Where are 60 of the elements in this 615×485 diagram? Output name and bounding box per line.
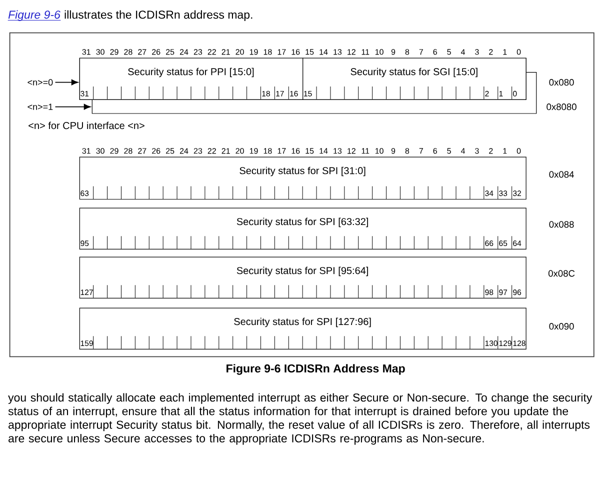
field-label: Security status for SPI [31:0] [240,166,366,176]
bit-position-number: 7 [419,49,423,55]
note-text: <n> for CPU interface <n> [28,122,144,130]
address-offset: 0x090 [549,323,574,330]
figure-caption: Figure 9-6 ICDISRn Address Map [226,364,405,375]
selector-label: <n>=0 [28,79,53,86]
bit-position-number: 15 [306,49,314,55]
bit-position-number: 30 [96,49,104,55]
bit-position-number: 23 [194,49,202,55]
bit-position-number: 2 [489,49,493,55]
arrow [54,79,78,86]
bit-position-number: 18 [264,49,272,55]
address-offset: 0x080 [549,79,574,86]
register-box [79,156,526,200]
bit-position-number: 3 [475,49,479,55]
bit-position-number: 12 [348,49,356,55]
body-text: you should statically allocate each implemented interrupt as either Secure or Non-secure. To change the security status of an interrupt, ensure that all the status information for that interrupt is drained before you update the appropriate interrupt Security status bit. Normally, the reset value of all ICDISRs is zero. Therefore, all interrupts are secure unless Secure accesses to the appropriate ICDISRs re-programs as Non-secure. [8,393,592,445]
register-box [79,256,526,299]
bit-position-number: 4 [460,49,465,55]
figure-link: Figure 9-6 [8,10,61,21]
bit-position-number: 8 [405,49,410,55]
bit-position-number: 26 [152,49,160,55]
bit-position-number: 20 [236,49,244,55]
register-box [79,308,526,350]
bit-position-number: 22 [208,49,216,55]
bit-position-number: 27 [138,49,146,55]
address-offset: 0x084 [549,171,574,178]
address-offset: 0x088 [549,221,574,228]
bit-position-number: 1 [503,49,507,55]
register-box [79,208,526,250]
bit-position-number: 24 [180,49,188,55]
bit-position-number: 25 [166,49,174,55]
bit-position-number: 11 [362,49,370,55]
address-offset: 0x08C [548,270,575,277]
field-label: Security status for SPI [63:32] [236,218,368,228]
bit-position-number: 21 [222,49,230,55]
bit-position-number: 14 [320,49,328,55]
bit-position-number: 5 [447,49,451,55]
bit-position-number: 6 [433,49,437,55]
bit-position-number: 10 [375,49,384,55]
intro-text: illustrates the ICDISRn address map. [64,10,252,21]
bit-position-number: 31 [82,49,90,55]
bit-position-number: 9 [391,49,396,55]
register-field [79,58,304,100]
field-label: Security status for SGI [15:0] [350,68,478,78]
bit-position-number: 28 [124,49,132,55]
address-offset: 0x8080 [546,104,576,110]
arrow [54,104,91,110]
field-label: Security status for PPI [15:0] [128,68,254,78]
register-box [79,58,526,100]
selector-label: <n>=1 [28,104,53,110]
bit-position-number: 13 [334,49,342,55]
field-label: Security status for SPI [127:96] [234,318,371,328]
bit-position-number: 17 [278,49,286,55]
bit-position-number: 16 [292,49,300,55]
bit-position-number: 19 [250,49,258,55]
register-field [302,58,526,100]
bit-position-number: 29 [110,49,118,55]
field-label: Security status for SPI [95:64] [236,266,368,276]
bit-position-number: 0 [516,49,521,55]
